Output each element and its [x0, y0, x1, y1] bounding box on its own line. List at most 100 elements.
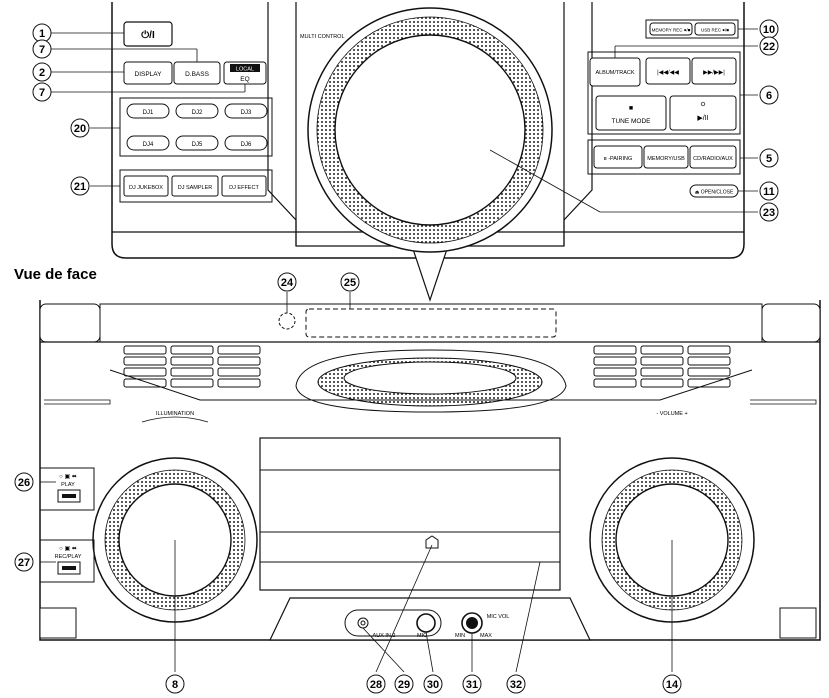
dj-sampler-button[interactable] [171, 175, 219, 197]
right-tower [761, 303, 821, 343]
cd-radio-aux-label: CD/RADIO/AUX [693, 156, 733, 162]
stop-symbol: ■ [629, 105, 633, 112]
dj-button-3[interactable] [224, 103, 268, 119]
right-vent-slot [687, 345, 731, 355]
aux-in-jack[interactable] [357, 617, 369, 629]
callout-29: 29 [398, 679, 410, 691]
dj-button-1[interactable] [126, 103, 170, 119]
dj-button-label-1: DJ1 [143, 110, 154, 116]
callout-27-circle [14, 552, 34, 572]
dj-button-2[interactable] [175, 103, 219, 119]
right-vent-slot [593, 345, 637, 355]
prev-button[interactable] [645, 57, 691, 85]
callout-29-circle [394, 674, 414, 694]
usb-rec-button[interactable] [694, 22, 736, 36]
next-button[interactable] [691, 57, 737, 85]
dj-button-label-3: DJ3 [241, 110, 252, 116]
mic-min-label: MIN [455, 633, 465, 639]
usb-rec-icons: ○ ▣ ⬌ [59, 546, 77, 552]
disc-tray-icon [425, 535, 439, 549]
transport-frame [587, 51, 741, 135]
left-vent-slot [170, 356, 214, 366]
center-panel [259, 437, 561, 591]
memory-usb-label: MEMORY/USB [647, 156, 685, 162]
callout-30-circle [423, 674, 443, 694]
left-tower [39, 303, 101, 343]
dj-button-6[interactable] [224, 135, 268, 151]
left-vent-slot [217, 367, 261, 377]
right-vent-slot [687, 367, 731, 377]
memory-rec-label: MEMORY REC ●/■ [652, 28, 691, 33]
callout-8-circle [165, 674, 185, 694]
next-button-label: ▶▶/▶▶| [703, 70, 725, 76]
play-pause-button[interactable] [669, 95, 737, 131]
callout-7-circle [32, 39, 52, 59]
dj-button-5[interactable] [175, 135, 219, 151]
callout-24: 24 [281, 277, 294, 289]
dj-effect-button[interactable] [221, 175, 267, 197]
usb-play-icons: ○ ▣ ⬌ [59, 474, 77, 480]
dj-button-label-6: DJ6 [241, 142, 252, 148]
power-button-label: ⏻/I [141, 29, 155, 41]
usb-port-rec-frame [39, 539, 95, 583]
dj-button-label-2: DJ2 [192, 110, 203, 116]
dj-jukebox-button[interactable] [123, 175, 169, 197]
callout-32: 32 [510, 679, 522, 691]
callout-30: 30 [427, 679, 439, 691]
top-display-frame [99, 303, 763, 343]
left-vent-slot [217, 345, 261, 355]
callout-20: 20 [74, 123, 86, 135]
callout-20-circle [70, 118, 90, 138]
callout-31: 31 [466, 679, 478, 691]
callout-25: 25 [344, 277, 356, 289]
mic-jack[interactable] [416, 613, 436, 633]
usb-play-label: PLAY [61, 482, 75, 488]
dj-button-label-5: DJ5 [192, 142, 203, 148]
local-tag-label: LOCAL [236, 67, 254, 73]
callout-7: 7 [39, 44, 45, 56]
callout-23-circle [759, 202, 779, 222]
left-vent-slot [217, 378, 261, 388]
callout-7: 7 [39, 87, 45, 99]
right-vent-slot [687, 356, 731, 366]
memory-rec-button[interactable] [649, 22, 693, 36]
dj-jukebox-label: DJ JUKEBOX [129, 185, 163, 191]
dj-button-label-4: DJ4 [143, 142, 154, 148]
multi-control-label: MULTI CONTROL [300, 34, 345, 40]
callout-22-circle [759, 36, 779, 56]
callout-27: 27 [18, 557, 30, 569]
illumination-label: ILLUMINATION [156, 411, 194, 417]
right-vent-slot [687, 378, 731, 388]
callout-32-circle [506, 674, 526, 694]
callout-10: 10 [763, 24, 775, 36]
mic-label: MIC [417, 633, 427, 639]
right-vent-slot [593, 378, 637, 388]
dj-sampler-label: DJ SAMPLER [178, 185, 213, 191]
callout-26: 26 [18, 477, 30, 489]
callout-5-circle [759, 148, 779, 168]
usb-rec-port-label: REC/PLAY [55, 554, 82, 560]
dj-button-4[interactable] [126, 135, 170, 151]
play-pause-label: ▶/II [697, 115, 708, 122]
callout-11-circle [759, 181, 779, 201]
right-vent-slot [640, 356, 684, 366]
dbass-button-label: D.BASS [185, 71, 210, 78]
tune-mode-label: TUNE MODE [612, 118, 652, 125]
callout-11: 11 [763, 186, 775, 198]
right-vent-slot [640, 378, 684, 388]
open-close-label: ⏏ OPEN/CLOSE [695, 190, 734, 196]
multi-control-center [334, 34, 526, 226]
memory-usb-button[interactable] [643, 145, 689, 169]
display-button[interactable] [123, 61, 173, 85]
callout-14-circle [662, 674, 682, 694]
left-vent-slot [217, 356, 261, 366]
pairing-button[interactable] [593, 145, 643, 169]
aux-in-label: AUX IN 2 [373, 633, 396, 639]
cd-radio-aux-button[interactable] [689, 145, 737, 169]
callout-8: 8 [172, 679, 178, 691]
tune-mode-button[interactable] [595, 95, 667, 131]
power-button[interactable] [123, 21, 173, 47]
